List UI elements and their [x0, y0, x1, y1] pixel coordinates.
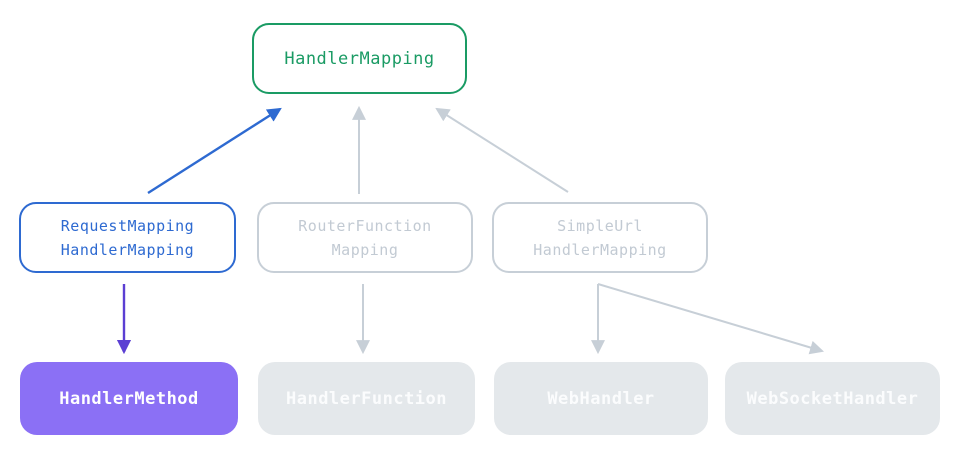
node-request-mapping-handler-mapping: RequestMapping HandlerMapping — [19, 202, 236, 273]
node-web-socket-handler-label: WebSocketHandler — [746, 388, 919, 409]
arrow-simpleUrlHandlerMapping-to-webSocketHandler — [597, 283, 825, 355]
node-web-handler: WebHandler — [494, 362, 708, 435]
node-router-function-mapping: RouterFunction Mapping — [257, 202, 473, 273]
node-web-socket-handler: WebSocketHandler — [725, 362, 940, 435]
node-request-mapping-handler-mapping-label: RequestMapping HandlerMapping — [60, 216, 195, 259]
node-handler-mapping: HandlerMapping — [252, 23, 467, 94]
node-router-function-mapping-label: RouterFunction Mapping — [298, 216, 432, 259]
arrow-requestMappingHandlerMapping-to-handlerMapping — [147, 107, 282, 195]
node-handler-method-label: HandlerMethod — [59, 388, 199, 409]
node-handler-method: HandlerMethod — [20, 362, 238, 435]
arrow-simpleUrlHandlerMapping-to-handlerMapping — [435, 107, 569, 193]
node-handler-mapping-label: HandlerMapping — [284, 48, 435, 69]
node-handler-function-label: HandlerFunction — [285, 388, 448, 409]
node-web-handler-label: WebHandler — [547, 388, 655, 409]
node-simple-url-handler-mapping-label: SimpleUrl HandlerMapping — [533, 216, 667, 259]
node-handler-function: HandlerFunction — [258, 362, 475, 435]
node-simple-url-handler-mapping: SimpleUrl HandlerMapping — [492, 202, 708, 273]
